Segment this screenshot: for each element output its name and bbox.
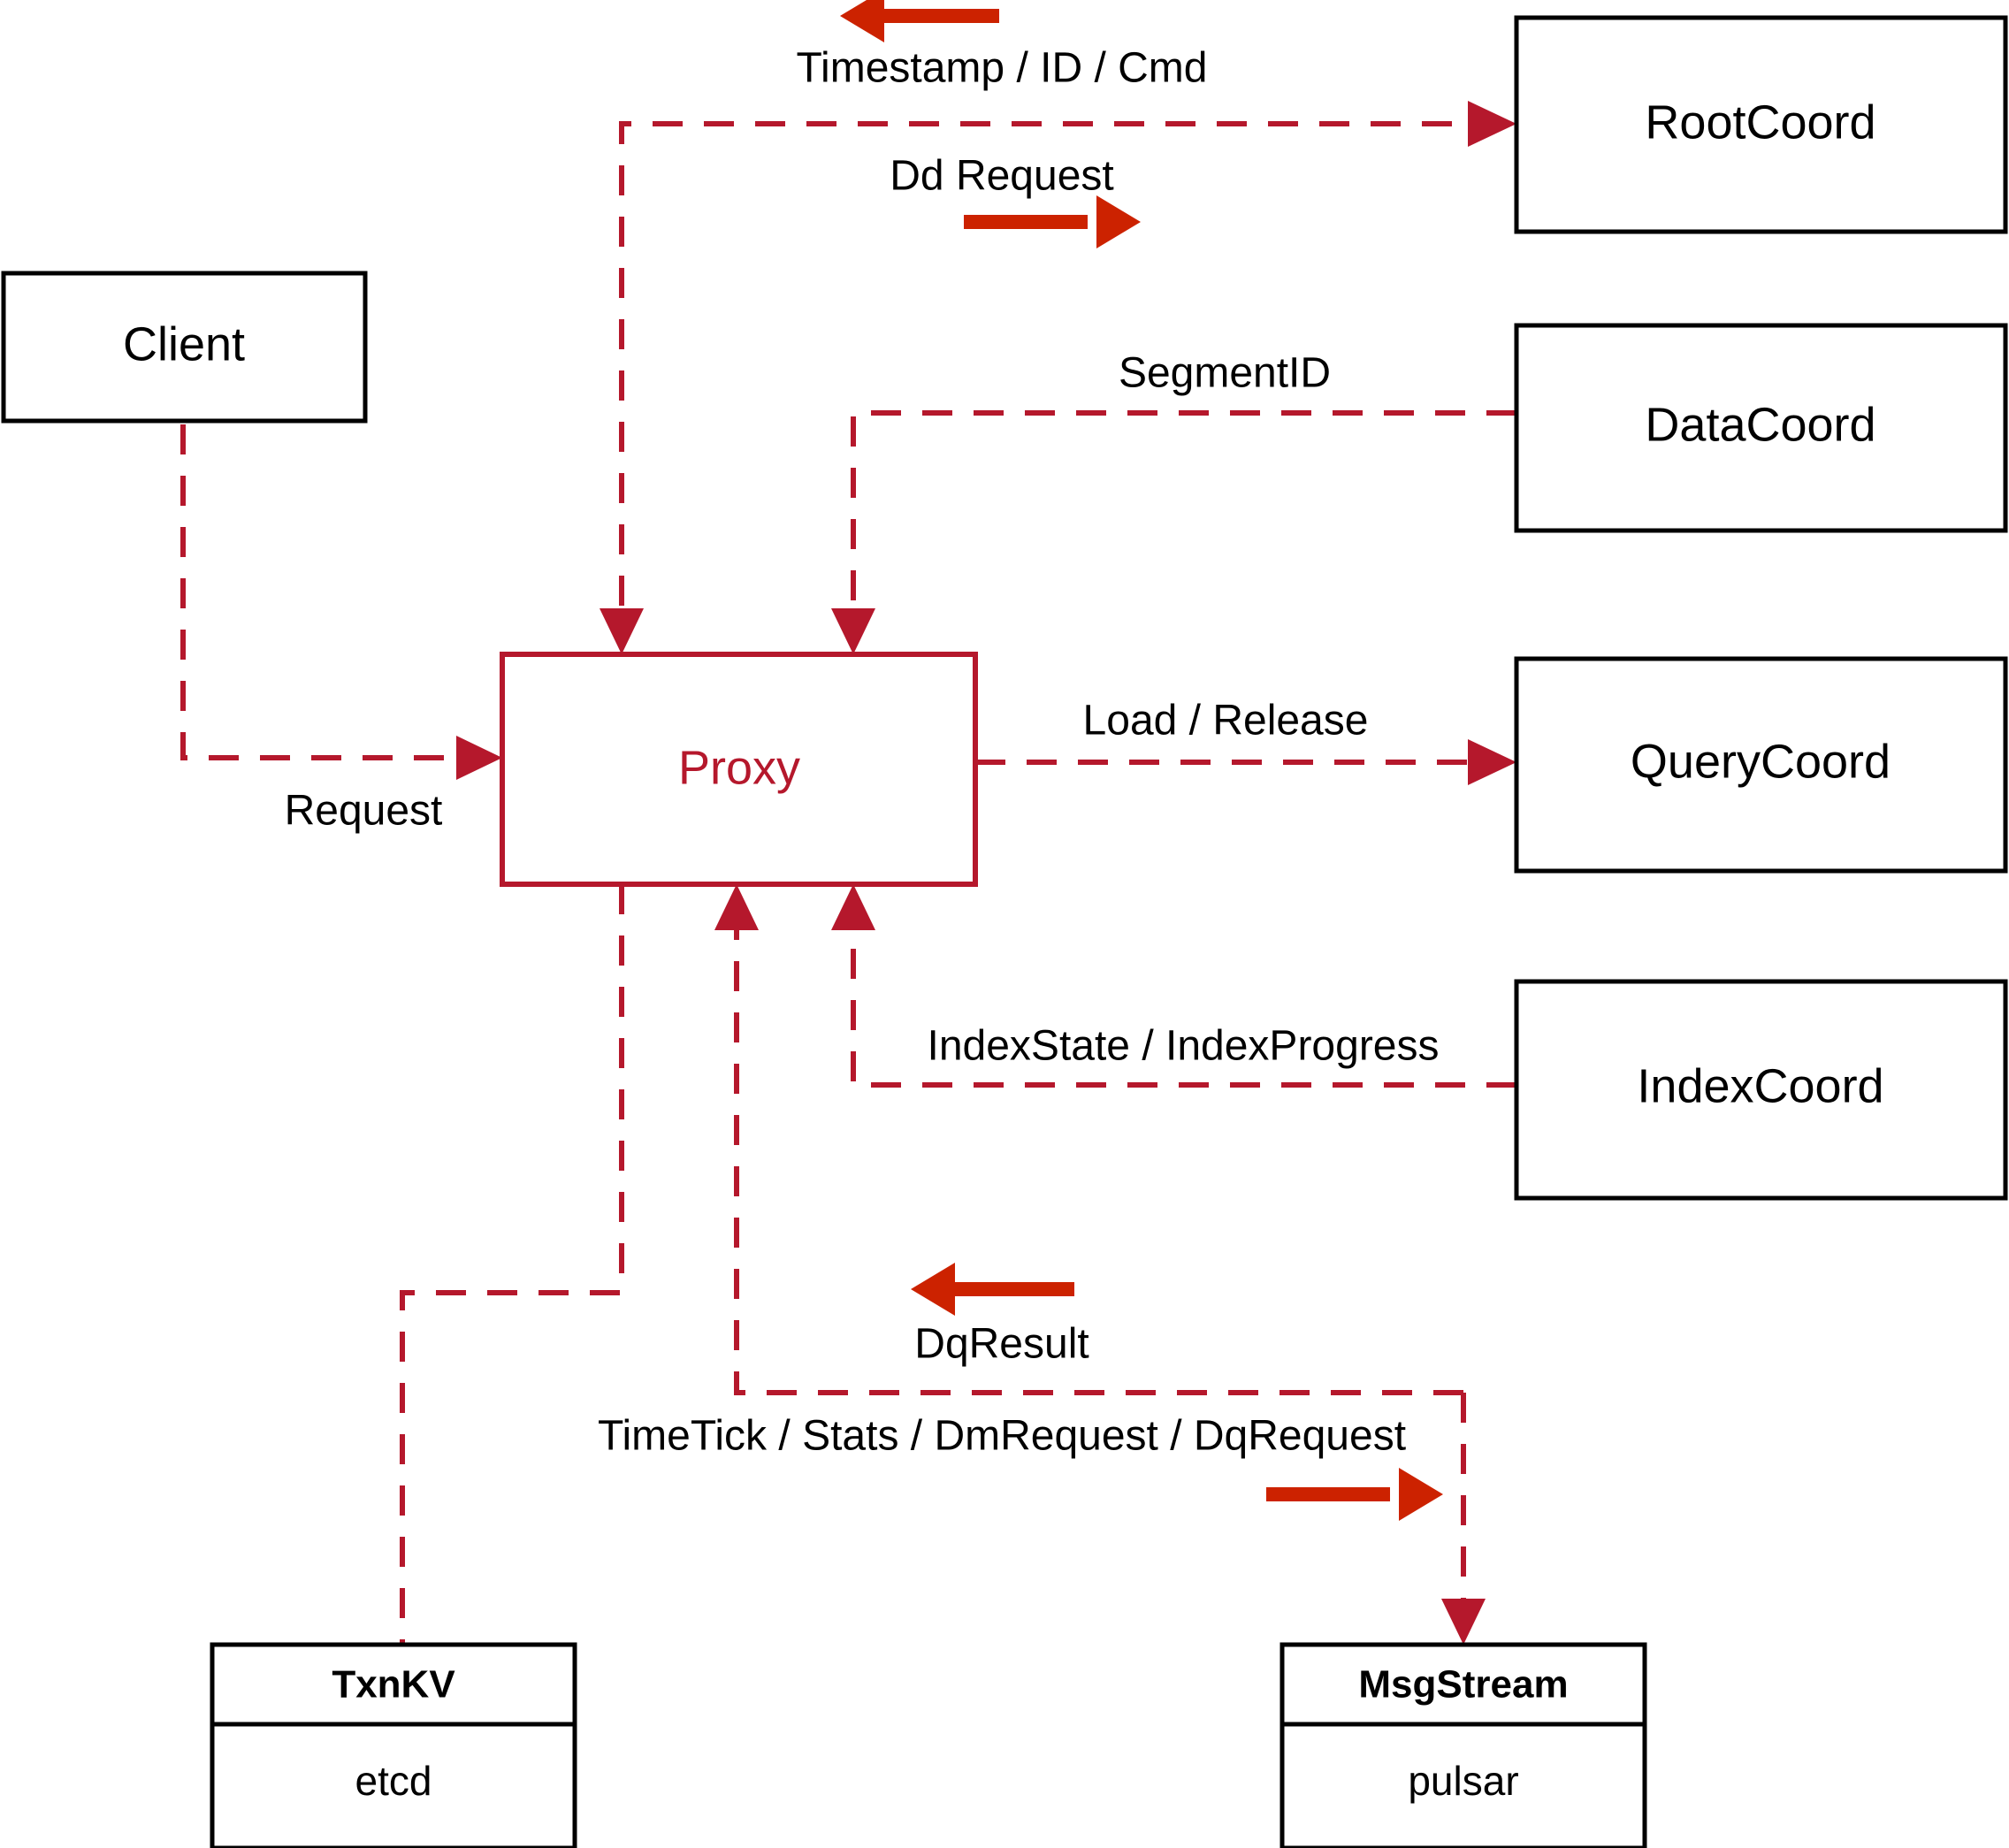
node-msgstream-title: MsgStream bbox=[1358, 1663, 1568, 1707]
node-index-coord-label: IndexCoord bbox=[1637, 1059, 1883, 1112]
edge-arrowhead-msgstream bbox=[1441, 1599, 1486, 1645]
edge-arrowhead-dd-request bbox=[1468, 101, 1516, 147]
node-proxy-label: Proxy bbox=[678, 741, 800, 794]
edge-label-dd-request: Dd Request bbox=[890, 153, 1113, 200]
edge-line-timestamp-id-cmd bbox=[619, 121, 1503, 619]
direction-arrow-left-timestamp bbox=[840, 0, 999, 42]
node-proxy[interactable]: Proxy bbox=[500, 652, 978, 887]
edge-label-timestamp-id-cmd: Timestamp / ID / Cmd bbox=[797, 45, 1208, 92]
edge-arrowhead-segment-id bbox=[831, 608, 875, 654]
edge-line-index-state-progress bbox=[851, 924, 1516, 1088]
node-index-coord[interactable]: IndexCoord bbox=[1514, 979, 2008, 1201]
edge-arrowhead-request bbox=[456, 736, 502, 780]
edge-label-segment-id: SegmentID bbox=[1119, 350, 1331, 397]
direction-arrow-left-dq-result bbox=[911, 1263, 1074, 1316]
edge-line-timetick-stats-dmrequest-dqrequest bbox=[400, 884, 624, 1645]
edge-arrowhead-index-state-progress bbox=[831, 884, 875, 930]
node-query-coord-label: QueryCoord bbox=[1631, 735, 1891, 788]
node-root-coord[interactable]: RootCoord bbox=[1514, 15, 2008, 234]
node-msgstream[interactable]: MsgStream pulsar bbox=[1279, 1642, 1647, 1848]
edge-line-request bbox=[180, 424, 477, 760]
edge-arrowhead-dq-result bbox=[714, 884, 759, 930]
direction-arrow-right-dd-request bbox=[964, 195, 1141, 248]
edge-label-request: Request bbox=[285, 788, 443, 835]
node-msgstream-body: pulsar bbox=[1408, 1758, 1518, 1804]
edge-label-dq-result: DqResult bbox=[914, 1321, 1089, 1368]
node-client[interactable]: Client bbox=[1, 271, 368, 424]
edge-label-load-release: Load / Release bbox=[1083, 698, 1369, 745]
edge-line-dq-result bbox=[734, 924, 1463, 1395]
node-txnkv[interactable]: TxnKV etcd bbox=[210, 1642, 577, 1848]
edge-label-index-state-progress: IndexState / IndexProgress bbox=[928, 1023, 1440, 1070]
node-client-label: Client bbox=[123, 317, 245, 370]
edge-label-timetick-stats-dmrequest-dqrequest: TimeTick / Stats / DmRequest / DqRequest bbox=[598, 1413, 1406, 1460]
node-txnkv-body: etcd bbox=[355, 1758, 432, 1804]
node-query-coord[interactable]: QueryCoord bbox=[1514, 656, 2008, 874]
node-txnkv-title: TxnKV bbox=[332, 1663, 455, 1707]
direction-arrow-right-timetick bbox=[1266, 1468, 1443, 1521]
node-data-coord-label: DataCoord bbox=[1645, 398, 1875, 451]
edge-line-segment-id bbox=[851, 410, 1516, 619]
edge-arrowhead-load-release bbox=[1468, 739, 1516, 785]
node-data-coord[interactable]: DataCoord bbox=[1514, 323, 2008, 533]
node-root-coord-label: RootCoord bbox=[1645, 95, 1875, 149]
edge-arrowhead-timestamp-id-cmd bbox=[600, 608, 644, 654]
